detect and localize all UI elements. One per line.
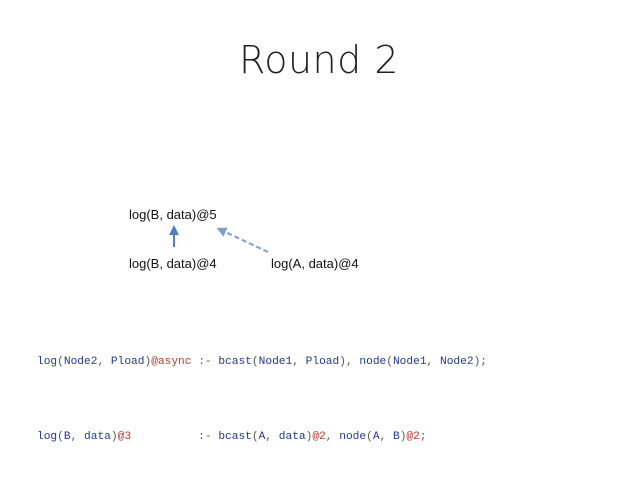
rule2-arg: data bbox=[278, 431, 306, 443]
async-rule-code: log(Node2, Pload)@async :- bcast(Node1, … bbox=[37, 356, 487, 368]
rule1-arg: Node2 bbox=[63, 356, 98, 368]
rule1-token: , bbox=[292, 356, 306, 368]
rule2-bcast: bcast bbox=[218, 431, 252, 443]
rule2-arg: B bbox=[392, 431, 400, 443]
log-a-at-4-label: log(A, data)@4 bbox=[271, 256, 359, 271]
rule2-log: log bbox=[37, 431, 58, 443]
rule2-token: , bbox=[70, 431, 85, 443]
rule2-token: , bbox=[325, 431, 340, 443]
rule2-time-annotation: @2 bbox=[312, 431, 326, 443]
rule2-node: node bbox=[339, 431, 367, 443]
rule1-arg: Pload bbox=[110, 356, 145, 368]
log-b-at-4-label: log(B, data)@4 bbox=[129, 256, 217, 271]
rule2-arg: A bbox=[372, 431, 380, 443]
rule1-token: , bbox=[426, 356, 440, 368]
rule1-token: ( bbox=[251, 356, 259, 368]
rule2-token: ( bbox=[366, 431, 373, 443]
rule1-token: ); bbox=[473, 356, 487, 368]
rule1-token: ( bbox=[57, 356, 64, 368]
rule1-token: ), bbox=[339, 356, 360, 368]
rule2-token: ( bbox=[251, 431, 259, 443]
slide-title: Round 2 bbox=[239, 38, 399, 82]
rule1-token: ( bbox=[386, 356, 393, 368]
rule2-time-annotation: @2 bbox=[406, 431, 420, 443]
rule1-token: ) bbox=[144, 356, 152, 368]
rule2-arg: A bbox=[258, 431, 266, 443]
log-b-at-5-label: log(B, data)@5 bbox=[129, 207, 217, 222]
rule1-log: log bbox=[37, 356, 58, 368]
rule2-token: ( bbox=[57, 431, 64, 443]
rule1-implies: :- bbox=[191, 356, 219, 368]
rule2-token: ) bbox=[110, 431, 118, 443]
dashed-arrow bbox=[216, 227, 269, 253]
rule2-token: , bbox=[265, 431, 279, 443]
rule1-arg: Pload bbox=[305, 356, 340, 368]
rule2-arg: data bbox=[84, 431, 111, 443]
rule2-token: , bbox=[379, 431, 393, 443]
rule2-token: ) bbox=[399, 431, 407, 443]
rule1-arg: Node2 bbox=[439, 356, 474, 368]
rule1-token: , bbox=[97, 356, 111, 368]
rule1-bcast: bcast bbox=[218, 356, 252, 368]
instantiated-rule-code: log(B, data)@3 :- bcast(A, data)@2, node… bbox=[37, 431, 427, 443]
rule1-async-annotation: @async bbox=[151, 356, 192, 368]
rule2-time-annotation: @3 bbox=[117, 431, 132, 443]
rule2-token: ; bbox=[419, 431, 427, 443]
rule1-arg: Node1 bbox=[392, 356, 427, 368]
rule1-node: node bbox=[359, 356, 387, 368]
rule1-arg: Node1 bbox=[258, 356, 293, 368]
rule2-token: ) bbox=[305, 431, 313, 443]
rule2-arg: B bbox=[63, 431, 71, 443]
rule2-implies: :- bbox=[131, 431, 219, 443]
